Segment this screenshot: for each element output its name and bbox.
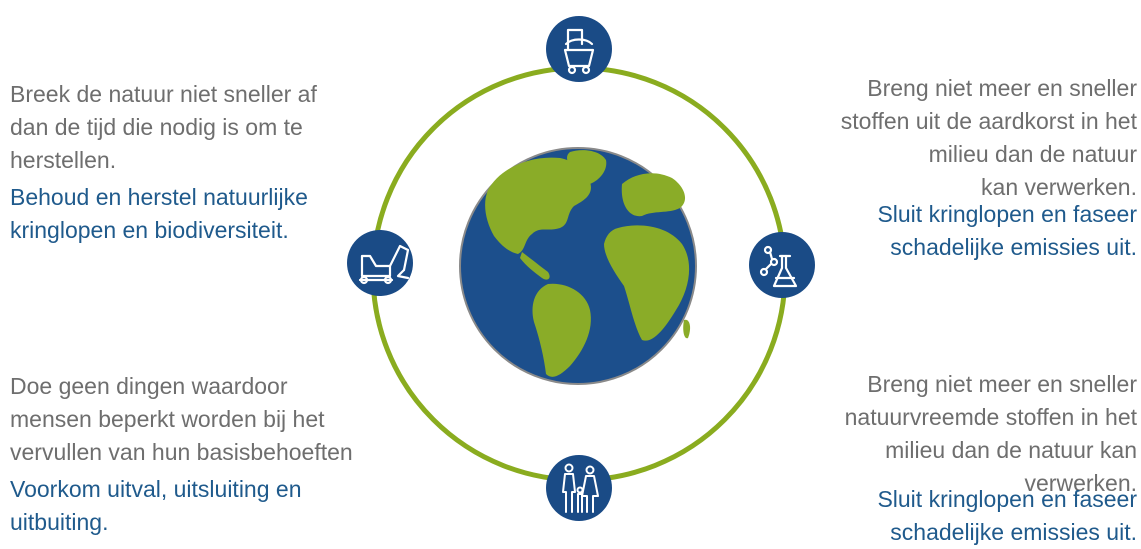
globe-icon [459, 147, 697, 385]
family-icon [546, 455, 612, 521]
principle-top-left: Breek de natuur niet sneller af dan de t… [10, 78, 370, 177]
principle-top-right: Breng niet meer en sneller stoffen uit d… [760, 72, 1137, 204]
action-top-right: Sluit kringlopen en faseer schadelijke e… [760, 198, 1137, 264]
action-line: Sluit kringlopen en faseer [877, 486, 1137, 512]
principle-line: herstellen. [10, 147, 117, 173]
principle-line: milieu dan de natuur kan [885, 437, 1137, 463]
action-line: Behoud en herstel natuurlijke [10, 184, 308, 210]
principle-bottom-left: Doe geen dingen waardoor mensen beperkt … [10, 370, 410, 469]
principle-line: stoffen uit de aardkorst in het [840, 108, 1137, 134]
action-bottom-left: Voorkom uitval, uitsluiting en uitbuitin… [10, 473, 410, 539]
principle-line: dan de tijd die nodig is om te [10, 114, 303, 140]
mining-cart-icon [546, 16, 612, 82]
principle-line: Breng niet meer en sneller [867, 75, 1137, 101]
action-line: Sluit kringlopen en faseer [877, 201, 1137, 227]
action-line: Voorkom uitval, uitsluiting en [10, 476, 302, 502]
chemistry-flask-icon [749, 232, 815, 298]
action-line: schadelijke emissies uit. [890, 234, 1137, 260]
principle-line: natuurvreemde stoffen in het [844, 404, 1137, 430]
principle-line: Breng niet meer en sneller [867, 371, 1137, 397]
action-line: kringlopen en biodiversiteit. [10, 217, 289, 243]
action-top-left: Behoud en herstel natuurlijke kringlopen… [10, 181, 370, 247]
action-line: schadelijke emissies uit. [890, 519, 1137, 545]
principle-line: Breek de natuur niet sneller af [10, 81, 317, 107]
principle-line: milieu dan de natuur [928, 141, 1137, 167]
excavator-icon [347, 230, 413, 296]
principle-line: Doe geen dingen waardoor [10, 373, 288, 399]
principle-line: verwerken. [1024, 470, 1137, 496]
action-line: uitbuiting. [10, 509, 109, 535]
principle-line: mensen beperkt worden bij het [10, 406, 325, 432]
action-bottom-right: Sluit kringlopen en faseer schadelijke e… [760, 483, 1137, 549]
principle-line: kan verwerken. [981, 174, 1137, 200]
principle-line: vervullen van hun basisbehoeften [10, 439, 353, 465]
principle-bottom-right: Breng niet meer en sneller natuurvreemde… [760, 368, 1137, 500]
